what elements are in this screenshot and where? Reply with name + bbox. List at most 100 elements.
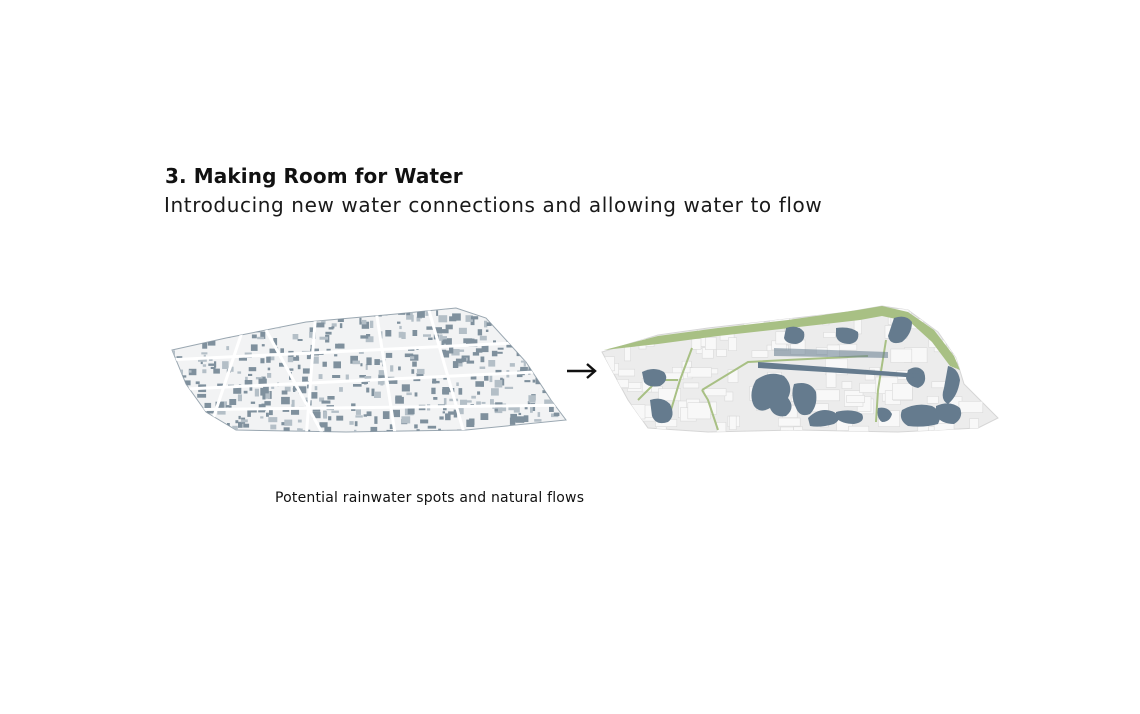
building-footprint xyxy=(178,418,182,425)
building-footprint xyxy=(370,320,374,328)
building-footprint xyxy=(374,359,380,365)
building-footprint xyxy=(457,435,463,439)
city-block xyxy=(729,415,737,430)
building-footprint xyxy=(214,361,217,368)
building-footprint xyxy=(218,320,226,326)
building-footprint xyxy=(282,409,290,412)
building-footprint xyxy=(383,431,386,432)
building-footprint xyxy=(198,357,207,362)
city-block xyxy=(954,434,971,440)
building-footprint xyxy=(476,401,481,408)
building-footprint xyxy=(291,407,300,415)
building-footprint xyxy=(527,401,531,406)
building-footprint xyxy=(366,334,371,337)
building-footprint xyxy=(537,412,541,417)
building-footprint xyxy=(325,331,332,335)
building-footprint xyxy=(281,422,287,426)
building-footprint xyxy=(541,376,550,383)
building-footprint xyxy=(387,308,393,311)
building-footprint xyxy=(179,377,183,384)
building-footprint xyxy=(318,374,323,379)
building-footprint xyxy=(188,370,192,373)
city-block xyxy=(977,349,991,364)
building-footprint xyxy=(463,338,473,344)
building-footprint xyxy=(324,426,332,432)
building-footprint xyxy=(439,334,443,341)
building-footprint xyxy=(238,308,247,315)
building-footprint xyxy=(176,356,183,360)
building-footprint xyxy=(562,301,567,306)
building-footprint xyxy=(197,393,207,398)
building-footprint xyxy=(174,375,183,383)
building-footprint xyxy=(174,439,176,440)
building-footprint xyxy=(510,308,515,310)
figure-caption: Potential rainwater spots and natural fl… xyxy=(275,490,585,506)
right-arrow-icon xyxy=(567,363,597,379)
city-block xyxy=(705,337,717,350)
building-footprint xyxy=(210,318,217,326)
building-footprint xyxy=(371,388,375,397)
building-footprint xyxy=(270,424,277,430)
building-footprint xyxy=(182,317,190,324)
building-footprint xyxy=(306,355,313,360)
building-footprint xyxy=(289,368,294,371)
building-footprint xyxy=(176,324,183,329)
city-block xyxy=(663,312,689,325)
building-footprint xyxy=(367,433,370,440)
building-footprint xyxy=(210,436,217,439)
building-footprint xyxy=(210,366,216,369)
city-block xyxy=(615,424,640,432)
building-footprint xyxy=(287,355,294,363)
building-footprint xyxy=(251,334,257,339)
building-footprint xyxy=(208,308,212,309)
building-footprint xyxy=(458,327,467,334)
building-footprint xyxy=(189,393,193,400)
building-footprint xyxy=(263,386,269,394)
city-block xyxy=(624,321,643,337)
building-footprint xyxy=(200,309,204,314)
building-footprint xyxy=(286,433,293,436)
building-footprint xyxy=(228,320,234,324)
building-footprint xyxy=(268,356,275,361)
building-footprint xyxy=(256,316,261,325)
building-footprint xyxy=(268,417,278,423)
building-footprint xyxy=(239,326,243,335)
building-footprint xyxy=(243,390,248,394)
city-block xyxy=(602,422,613,432)
building-footprint xyxy=(554,346,562,352)
building-footprint xyxy=(377,360,384,363)
building-footprint xyxy=(309,303,318,308)
building-footprint xyxy=(215,401,224,409)
building-footprint xyxy=(431,387,436,395)
building-footprint xyxy=(553,332,561,336)
building-footprint xyxy=(172,318,177,324)
water-network-map xyxy=(601,305,999,440)
building-footprint xyxy=(414,392,418,397)
building-footprint xyxy=(469,418,475,425)
building-footprint xyxy=(440,304,445,306)
building-footprint xyxy=(443,350,450,358)
city-block xyxy=(969,418,979,430)
building-footprint xyxy=(195,381,200,385)
building-footprint xyxy=(167,344,171,351)
building-footprint xyxy=(465,315,473,322)
building-footprint xyxy=(327,396,335,400)
building-footprint xyxy=(456,382,459,386)
building-footprint xyxy=(560,314,566,323)
building-footprint xyxy=(386,436,389,440)
building-footprint xyxy=(573,416,577,422)
building-footprint xyxy=(172,414,178,419)
building-footprint xyxy=(571,399,576,403)
green-corridor-north xyxy=(604,306,960,370)
building-footprint xyxy=(395,396,404,404)
building-footprint xyxy=(509,311,512,316)
building-footprint xyxy=(485,329,489,332)
city-block xyxy=(778,417,801,427)
building-footprint xyxy=(208,363,216,366)
building-footprint xyxy=(280,315,290,321)
building-footprint xyxy=(353,301,359,305)
building-footprint xyxy=(524,323,527,331)
building-footprint xyxy=(509,363,515,367)
building-footprint xyxy=(297,339,303,341)
building-footprint xyxy=(233,387,242,394)
